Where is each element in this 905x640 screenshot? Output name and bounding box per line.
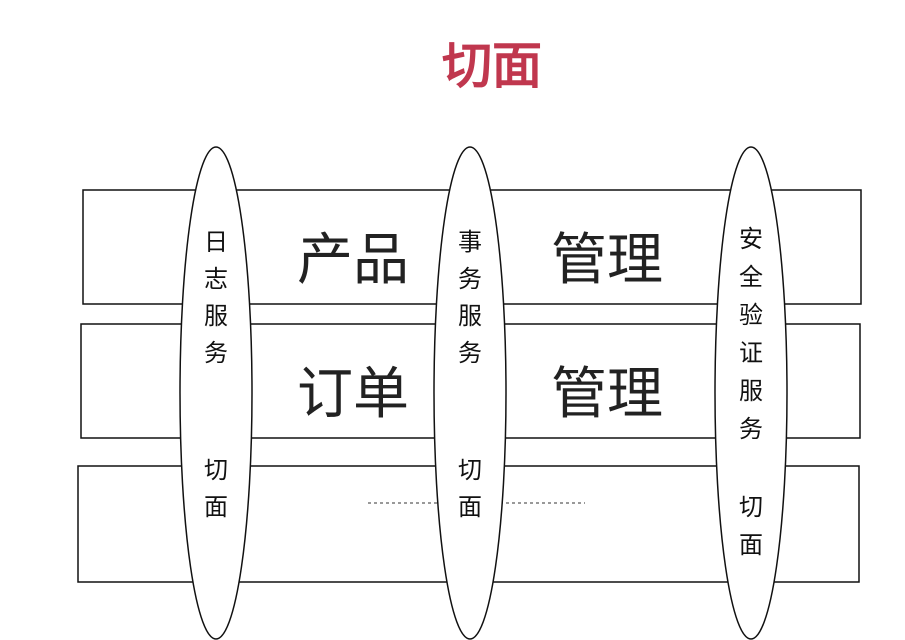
aspect-oval-security xyxy=(714,146,788,640)
aspect-name-char: 服 xyxy=(204,302,228,330)
band-product-right-label: 管理 xyxy=(551,228,663,293)
aspect-name-char: 日 xyxy=(204,228,228,256)
band-order-right-label: 管理 xyxy=(551,362,663,427)
aspect-name-char: 验 xyxy=(739,301,763,329)
aspect-name-char: 服 xyxy=(739,377,763,405)
aspect-name-char: 志 xyxy=(204,265,228,293)
aspect-suffix-char: 切 xyxy=(739,493,763,521)
page-title: 切面 xyxy=(442,37,542,95)
aspect-name-char: 服 xyxy=(458,302,482,330)
aspect-suffix-char: 切 xyxy=(458,456,482,484)
aspect-suffix-char: 面 xyxy=(458,493,482,521)
aspect-name-char: 事 xyxy=(458,228,482,256)
aspect-suffix-char: 面 xyxy=(739,531,763,559)
aspect-name-char: 安 xyxy=(739,225,763,253)
aspect-oval-logging xyxy=(179,146,253,640)
band-product-left-label: 产品 xyxy=(297,228,409,293)
band-order-left-label: 订单 xyxy=(297,362,409,427)
aspect-name-char: 务 xyxy=(458,339,482,367)
aspect-name-char: 务 xyxy=(739,415,763,443)
aspect-suffix-char: 面 xyxy=(204,493,228,521)
aspect-name-char: 证 xyxy=(739,339,763,367)
aspect-name-char: 全 xyxy=(739,263,763,291)
aspect-name-char: 务 xyxy=(204,339,228,367)
aspect-name-char: 务 xyxy=(458,265,482,293)
aspect-oval-transaction xyxy=(433,146,507,640)
aspect-suffix-char: 切 xyxy=(204,456,228,484)
